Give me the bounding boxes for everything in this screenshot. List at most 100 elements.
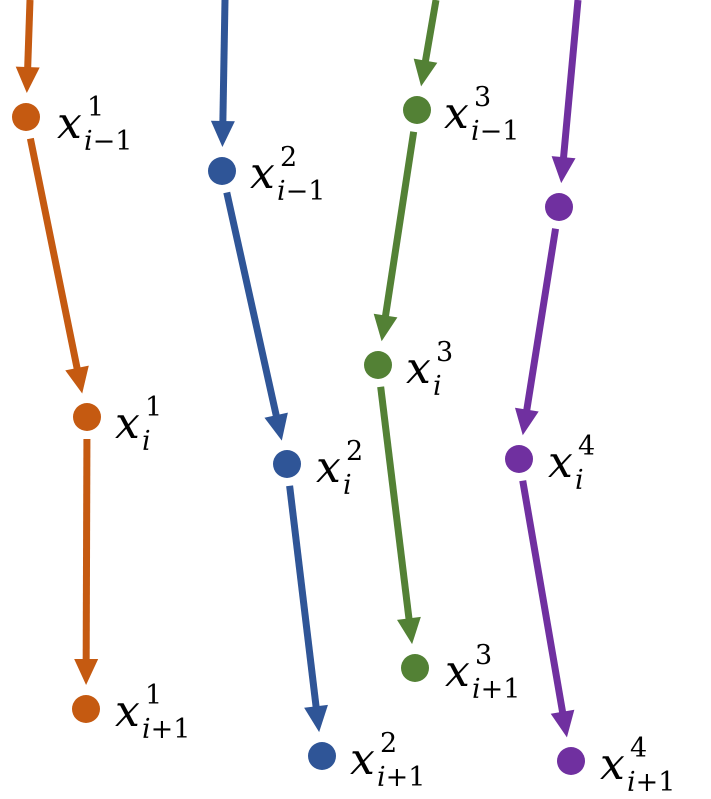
node-series4-2	[505, 445, 533, 473]
arrow-series4-1-to-2	[514, 228, 560, 436]
arrow-series4-in-shaft	[559, 0, 582, 160]
label-superscript: 1	[87, 92, 104, 123]
label-base: x	[350, 734, 375, 785]
label-base: x	[115, 686, 140, 737]
node-series3-2	[364, 351, 392, 379]
label-subscript-offset: +1	[481, 674, 521, 705]
label-subscript-index: i	[627, 767, 636, 798]
label-subscript-index: i	[377, 762, 386, 793]
arrow-series3-in-head	[413, 58, 438, 87]
arrow-series4-2-to-3-shaft	[519, 480, 567, 715]
label-subscript-index: i	[142, 714, 151, 745]
arrow-series3-1-to-2	[373, 131, 418, 342]
label-superscript: 4	[630, 733, 647, 764]
arrow-series4-in-head	[551, 156, 576, 184]
label-superscript: 2	[380, 728, 397, 759]
node-series1-2	[73, 403, 101, 431]
label-superscript: 2	[346, 436, 363, 467]
label-superscript: 3	[474, 82, 491, 113]
arrow-series1-1-to-2	[26, 137, 89, 394]
label-superscript: 4	[578, 431, 595, 462]
label-base: x	[316, 442, 341, 493]
label-base: x	[600, 739, 625, 790]
label-subscript-index: i	[471, 116, 480, 147]
label-base: x	[445, 646, 470, 697]
label-subscript-index: i	[277, 176, 286, 207]
node-series4-1	[545, 193, 573, 221]
label-base: x	[115, 398, 140, 449]
label-subscript: i	[575, 465, 584, 496]
label-subscript: i+1	[142, 714, 190, 745]
label-subscript-index: i	[472, 674, 481, 705]
node-series4-3	[557, 747, 585, 775]
label-superscript: 3	[436, 337, 453, 368]
arrow-series3-2-to-3-shaft	[377, 386, 413, 621]
arrow-series1-1-to-2-head	[65, 365, 89, 394]
label-subscript: i+1	[377, 762, 425, 793]
label-subscript-index: i	[142, 426, 151, 457]
node-series1-1	[12, 103, 40, 131]
arrow-series2-in-shaft	[219, 0, 229, 124]
label-subscript-index: i	[575, 465, 584, 496]
label-superscript: 1	[145, 392, 162, 423]
arrow-series3-1-to-2-shaft	[381, 131, 418, 319]
label-subscript-offset: −1	[93, 126, 133, 157]
label-subscript-index: i	[433, 371, 442, 402]
arrow-series2-2-to-3-shaft	[286, 485, 320, 709]
label-base: x	[57, 98, 82, 149]
arrow-series3-2-to-3-head	[397, 616, 421, 645]
nodes-layer	[12, 96, 585, 775]
arrow-series2-2-to-3-head	[304, 704, 328, 733]
arrow-series1-in-shaft	[24, 0, 34, 70]
arrow-series4-1-to-2-head	[514, 407, 539, 436]
arrow-series1-2-to-3-head	[74, 658, 99, 686]
arrow-series2-1-to-2-head	[264, 412, 288, 441]
label-superscript: 1	[145, 680, 162, 711]
arrow-series2-1-to-2	[223, 191, 288, 441]
arrow-series1-in-head	[15, 66, 40, 94]
label-base: x	[250, 148, 275, 199]
label-subscript-offset: −1	[480, 116, 520, 147]
arrow-series2-2-to-3	[286, 485, 328, 733]
node-series2-2	[273, 450, 301, 478]
arrow-series4-2-to-3-head	[550, 709, 575, 738]
node-series3-3	[401, 654, 429, 682]
node-series2-1	[208, 157, 236, 185]
arrow-series3-in	[413, 0, 440, 87]
label-base: x	[406, 343, 431, 394]
label-subscript: i	[343, 470, 352, 501]
arrow-series2-in	[210, 0, 235, 148]
arrow-series3-in-shaft	[421, 0, 440, 64]
arrow-series4-1-to-2-shaft	[523, 228, 560, 413]
label-superscript: 3	[475, 640, 492, 671]
label-subscript-index: i	[84, 126, 93, 157]
label-base: x	[444, 88, 469, 139]
label-subscript-offset: +1	[151, 714, 191, 745]
label-subscript: i−1	[471, 116, 519, 147]
arrow-series2-in-head	[210, 120, 235, 148]
label-subscript-index: i	[343, 470, 352, 501]
arrow-series3-1-to-2-head	[373, 313, 398, 342]
arrow-series1-1-to-2-shaft	[26, 137, 81, 371]
arrows-layer	[15, 0, 582, 738]
arrow-series4-in	[551, 0, 582, 184]
arrow-series1-2-to-3-shaft	[82, 438, 91, 662]
arrow-series1-in	[15, 0, 40, 94]
label-subscript-offset: −1	[286, 176, 326, 207]
arrow-series4-2-to-3	[519, 480, 575, 738]
label-subscript-offset: +1	[636, 767, 676, 798]
node-series2-3	[308, 742, 336, 770]
label-subscript: i	[142, 426, 151, 457]
label-subscript: i	[433, 371, 442, 402]
